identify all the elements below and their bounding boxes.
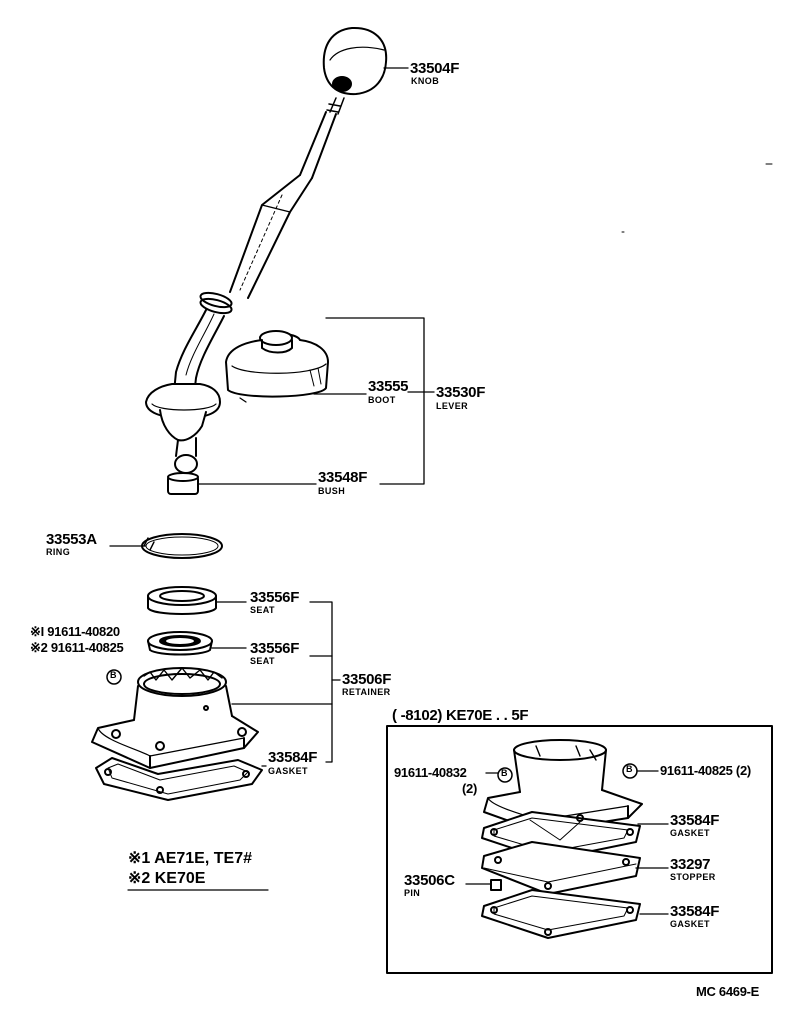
inset-gasket-bottom-part-number: 33584F (670, 903, 720, 920)
seat-upper-part-number: 33556F (250, 589, 300, 606)
boot-name: BOOT (368, 395, 396, 405)
knob-drawing (322, 26, 388, 115)
inset-pin-name: PIN (404, 888, 421, 898)
boot-part-number: 33555 (368, 378, 409, 395)
gasket-left-name: GASKET (268, 766, 308, 776)
retainer-part-number: 33506F (342, 671, 392, 688)
inset-bolt-mark-right: B (626, 764, 633, 774)
inset-bolt-mark-left: B (501, 768, 508, 778)
knob-part-number: 33504F (410, 60, 460, 77)
ring-name: RING (46, 547, 71, 557)
note-1: ※1 AE71E, TE7# (128, 850, 252, 867)
inset-gasket-top-part-number: 33584F (670, 812, 720, 829)
gasket-left-drawing (95, 757, 263, 801)
inset-stopper-name: STOPPER (670, 872, 716, 882)
inset-stopper-drawing (481, 841, 641, 895)
seat-lower-name: SEAT (250, 656, 275, 666)
retainer-drawing (91, 667, 259, 769)
ring-drawing (141, 533, 223, 559)
seat-upper-drawing (147, 586, 217, 615)
ring-part-number: 33553A (46, 531, 97, 548)
inset-bolt-left: 91611-40832 (394, 765, 467, 780)
inset-title: ( -8102) KE70E . . 5F (392, 707, 529, 724)
note-2: ※2 KE70E (128, 870, 206, 887)
leader-lines (109, 67, 435, 767)
inset-gasket-top-name: GASKET (670, 828, 710, 838)
seat-upper-name: SEAT (250, 605, 275, 615)
seat-lower-drawing (147, 631, 213, 656)
lever-ball-drawing (145, 383, 221, 495)
lever-shaft-drawing (173, 111, 337, 397)
boot-drawing (225, 330, 329, 403)
bolt-left-1: ※I 91611-40820 (30, 624, 120, 639)
bush-name: BUSH (318, 486, 346, 496)
inset-flange-drawing (483, 739, 643, 833)
knob-name: KNOB (411, 76, 440, 86)
lever-name: LEVER (436, 401, 469, 411)
inset-gasket-bottom-drawing (481, 889, 641, 939)
seat-lower-part-number: 33556F (250, 640, 300, 657)
retainer-name: RETAINER (342, 687, 391, 697)
inset-bolt-right: 91611-40825 (2) (660, 763, 751, 778)
inset-gasket-bottom-name: GASKET (670, 919, 710, 929)
bush-part-number: 33548F (318, 469, 368, 486)
drawing-code: MC 6469-E (696, 984, 760, 999)
gasket-left-part-number: 33584F (268, 749, 318, 766)
bolt-mark-left-letter: B (110, 670, 117, 680)
bolt-mark-left (106, 669, 122, 685)
bolt-left-2: ※2 91611-40825 (30, 640, 124, 655)
lever-part-number: 33530F (436, 384, 486, 401)
inset-bolt-left-qty: (2) (462, 781, 477, 796)
inset-pin-part-number: 33506C (404, 872, 455, 889)
inset-stopper-part-number: 33297 (670, 856, 711, 873)
